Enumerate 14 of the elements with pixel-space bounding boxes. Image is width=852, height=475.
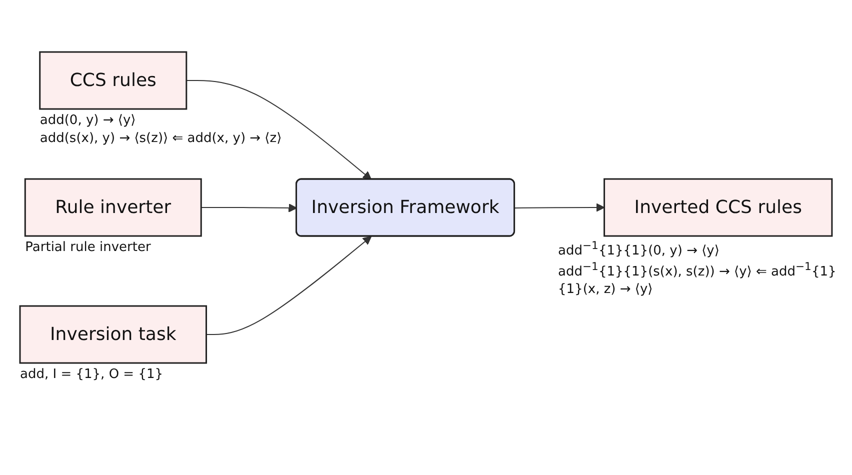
node-note: Partial rule inverter: [25, 239, 151, 257]
arrow: [206, 236, 372, 335]
node-box: Rule inverter: [24, 178, 202, 237]
node-box: Inversion task: [19, 305, 208, 364]
arrow: [200, 204, 298, 212]
node-box: CCS rules: [39, 51, 188, 110]
node-note: add$^{−1}${1}{1}(0, y) → ⟨y⟩: [558, 239, 720, 260]
node-note: add, I = {1}, O = {1}: [20, 366, 164, 384]
node-box: Inverted CCS rules: [604, 178, 833, 237]
node-note: add(0, y) → ⟨y⟩: [40, 112, 137, 130]
arrow: [514, 203, 605, 212]
arrow: [186, 80, 372, 180]
node-note: add(s(x), y) → ⟨s(z)⟩ ⇐ add(x, y) → ⟨z⟩: [40, 130, 282, 148]
node-note: add$^{−1}${1}{1}(s(x), s(z)) → ⟨y⟩ ⇐ add$^{−1}${1}{1}(x, z) → ⟨y⟩: [558, 260, 838, 298]
